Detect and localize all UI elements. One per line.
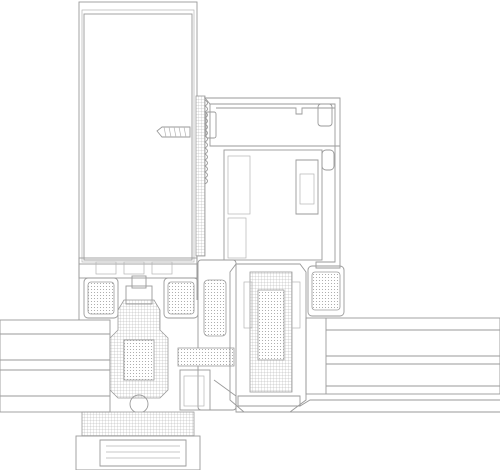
outer-frame-profile: [204, 97, 341, 269]
right-gasket-block: [307, 265, 345, 317]
left-thermal-break: [109, 275, 169, 414]
mullion-connector: [177, 259, 237, 411]
left-sash-frame: [78, 1, 198, 320]
screw-anchor: [156, 126, 191, 138]
base-threshold: [75, 411, 201, 470]
right-glazing: [305, 317, 500, 395]
sash-gasket-strip: [195, 95, 208, 257]
left-glazing: [0, 319, 111, 413]
right-thermal-break: [229, 263, 307, 413]
right-sill: [213, 379, 500, 413]
